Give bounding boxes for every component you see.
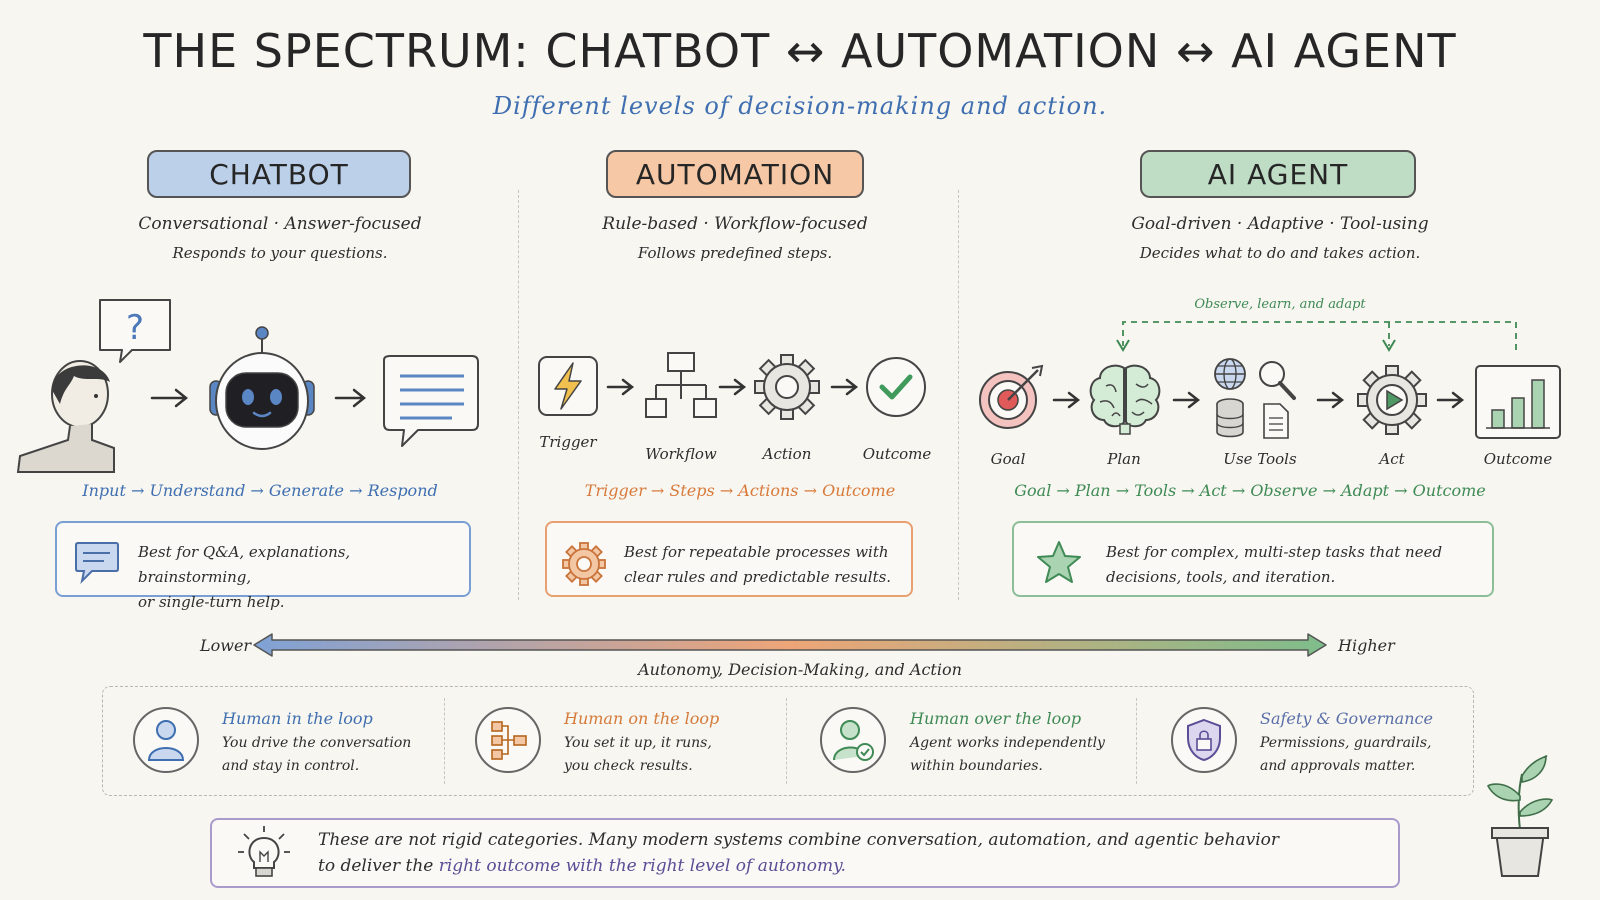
chatbot-description: Responds to your questions. — [172, 244, 388, 262]
automation-step-label: Workflow — [645, 445, 717, 463]
spectrum-axis-label: Autonomy, Decision-Making, and Action — [638, 660, 962, 679]
column-divider — [518, 190, 519, 600]
loop-desc-line: and approvals matter. — [1260, 758, 1416, 774]
automation-step-label: Outcome — [862, 445, 932, 463]
loop-desc-line: Agent works independently — [910, 735, 1105, 751]
spectrum-low-label: Lower — [200, 636, 252, 655]
flowchart-icon — [491, 721, 527, 760]
loop-desc-line: Permissions, guardrails, — [1260, 735, 1432, 751]
workflow-icon — [645, 352, 717, 418]
chatbot-tagline: Conversational · Answer-focused — [138, 214, 422, 234]
chatbot-flow: Input → Understand → Generate → Respond — [82, 481, 438, 500]
note-highlight: right outcome with the right level of au… — [438, 856, 846, 876]
loop-desc-line: You drive the conversation — [222, 735, 412, 751]
loop-title: Safety & Governance — [1260, 709, 1433, 728]
spectrum-arrow — [253, 633, 1327, 657]
automation-step-label: Action — [762, 445, 812, 463]
loop-desc-line: You set it up, it runs, — [564, 735, 712, 751]
agent-step-label: Goal — [990, 450, 1026, 468]
action-gear-icon — [754, 354, 820, 420]
human-over-loop-badge — [820, 707, 886, 773]
question-bubble-icon: ? — [99, 299, 171, 363]
flow-arrow-icon — [718, 378, 747, 396]
search-icon — [1259, 361, 1296, 400]
shield-lock-icon — [1187, 718, 1221, 762]
act-gear-icon — [1357, 365, 1427, 435]
loop-desc-line: you check results. — [564, 758, 693, 774]
robot-icon — [209, 326, 315, 450]
agent-best-line-1: Best for complex, multi-step tasks that … — [1106, 543, 1443, 561]
person-icon — [16, 360, 115, 473]
loop-desc-line: within boundaries. — [910, 758, 1043, 774]
svg-text:?: ? — [126, 308, 144, 348]
agent-step-label: Act — [1379, 450, 1405, 468]
flow-arrow-icon — [1316, 391, 1345, 409]
chatbot-best-line-1: Best for Q&A, explanations, brainstormin… — [138, 543, 351, 586]
spectrum-high-label: Higher — [1338, 636, 1395, 655]
chatbot-best-line-2: or single-turn help. — [138, 593, 285, 611]
agent-flow: Goal → Plan → Tools → Act → Observe → Ad… — [1014, 481, 1486, 500]
flow-arrow-icon — [606, 378, 635, 396]
outcome-check-icon — [866, 357, 926, 417]
agent-tagline: Goal-driven · Adaptive · Tool-using — [1131, 214, 1429, 234]
brain-icon — [1089, 364, 1161, 435]
loop-divider — [1136, 698, 1137, 784]
chatbot-title: CHATBOT — [147, 150, 411, 198]
automation-step-label: Trigger — [539, 433, 597, 451]
agent-best-line-2: decisions, tools, and iteration. — [1106, 568, 1336, 586]
human-on-loop-badge — [475, 707, 541, 773]
automation-flow: Trigger → Steps → Actions → Outcome — [584, 481, 896, 500]
loop-desc-line: and stay in control. — [222, 758, 360, 774]
agent-step-label: Use Tools — [1223, 450, 1297, 468]
database-icon — [1216, 398, 1244, 438]
page-subtitle: Different levels of decision-making and … — [492, 92, 1108, 120]
agent-loop-label: Observe, learn, and adapt — [1194, 297, 1366, 312]
loop-title: Human over the loop — [910, 709, 1082, 728]
plant-icon — [1487, 755, 1554, 877]
automation-best-for-box — [545, 521, 913, 597]
loop-title: Human in the loop — [222, 709, 373, 728]
agent-title: AI AGENT — [1140, 150, 1416, 198]
agent-step-label: Outcome — [1483, 450, 1553, 468]
column-divider — [958, 190, 959, 600]
star-icon — [1037, 541, 1081, 583]
chatbot-best-for-box — [55, 521, 471, 597]
tools-icon — [1214, 358, 1296, 439]
automation-best-line-1: Best for repeatable processes with — [624, 543, 889, 561]
goal-target-icon — [979, 364, 1044, 429]
gear-icon — [562, 542, 606, 586]
feedback-loop-arrow — [1116, 321, 1517, 352]
loop-divider — [444, 698, 445, 784]
automation-title: AUTOMATION — [606, 150, 864, 198]
automation-tagline: Rule-based · Workflow-focused — [602, 214, 868, 234]
trigger-icon — [538, 356, 598, 416]
flow-arrow-icon — [150, 388, 189, 408]
document-icon — [1263, 403, 1289, 439]
automation-best-line-2: clear rules and predictable results. — [624, 568, 892, 586]
note-line-2: to deliver the — [318, 856, 434, 876]
page-title: THE SPECTRUM: CHATBOT ↔ AUTOMATION ↔ AI … — [143, 24, 1457, 78]
loop-panel — [102, 686, 1474, 796]
chat-bubble-icon — [383, 355, 479, 447]
flow-arrow-icon — [1052, 391, 1081, 409]
note-line-1: These are not rigid categories. Many mod… — [318, 830, 1280, 850]
agent-description: Decides what to do and takes action. — [1139, 244, 1421, 262]
globe-icon — [1214, 358, 1246, 390]
agent-best-for-box — [1012, 521, 1494, 597]
user-check-icon — [833, 720, 874, 761]
automation-description: Follows predefined steps. — [637, 244, 833, 262]
outcome-chart-icon — [1475, 365, 1561, 439]
note-box — [210, 818, 1400, 888]
lightbulb-icon — [238, 826, 290, 877]
loop-divider — [786, 698, 787, 784]
chat-icon — [75, 542, 119, 585]
loop-title: Human on the loop — [564, 709, 720, 728]
flow-arrow-icon — [830, 378, 859, 396]
flow-arrow-icon — [1172, 391, 1201, 409]
agent-step-label: Plan — [1107, 450, 1141, 468]
user-icon — [147, 720, 185, 761]
flow-arrow-icon — [334, 388, 367, 408]
flow-arrow-icon — [1436, 391, 1465, 409]
